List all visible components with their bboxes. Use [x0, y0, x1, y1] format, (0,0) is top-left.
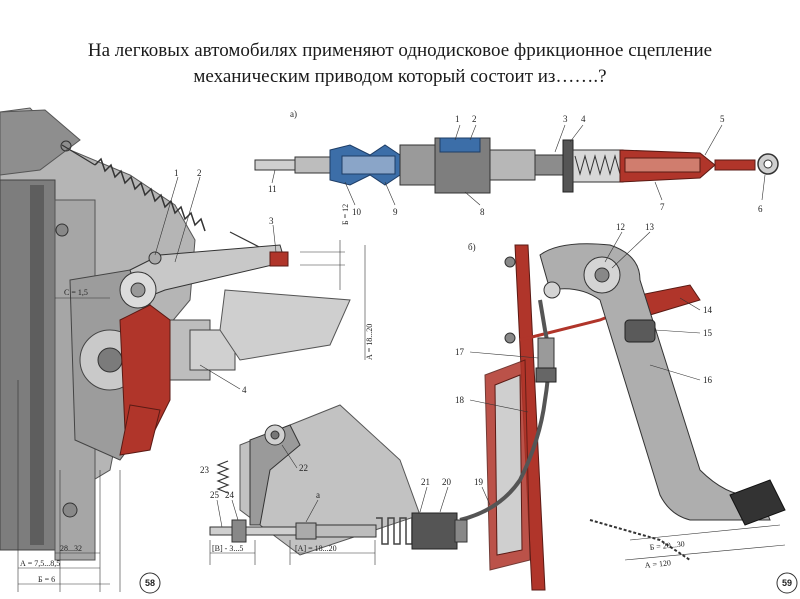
left-label-2: 2: [197, 168, 202, 178]
dim-b2030: Б = 20...30: [649, 539, 685, 552]
pedal-label-25: 25: [210, 490, 220, 500]
dim-b12: Б = 12: [341, 204, 350, 225]
clutch-housing: [0, 107, 351, 561]
pedal-label-20: 20: [442, 477, 452, 487]
title-line-1: На легковых автомобилях применяют одноди…: [87, 40, 713, 61]
pedal-label-13: 13: [645, 222, 655, 232]
pedal-label-14: 14: [703, 305, 713, 315]
top-callouts: 11 10 9 8 1 2 3 4 5 7 6: [268, 114, 766, 217]
pedal-label-22: 22: [299, 463, 308, 473]
clutch-drive-diagram: 1 2 3 4 Б = 12 А = 18...20 С = 1,5 28...…: [0, 107, 798, 594]
top-label-2: 2: [472, 114, 477, 124]
release-fork: [119, 244, 289, 309]
page-number-left: 58: [139, 572, 161, 594]
pedal-label-24: 24: [225, 490, 235, 500]
left-label-3: 3: [269, 216, 274, 226]
left-dimensions: Б = 12 А = 18...20 С = 1,5 28...32 А = 7…: [17, 204, 374, 592]
left-label-4: 4: [242, 385, 247, 395]
pedal-label-17: 17: [455, 347, 465, 357]
top-label-6: 6: [758, 204, 763, 214]
pedal-label-16: 16: [703, 375, 713, 385]
dim-a120: А = 120: [644, 558, 671, 570]
left-label-1: 1: [174, 168, 179, 178]
dim-b6: Б = 6: [38, 575, 55, 584]
pedal-label-18: 18: [455, 395, 465, 405]
title-line-2: механическим приводом который состоит из…: [193, 66, 607, 87]
dim-c15: С = 1,5: [64, 288, 88, 297]
dim-28-32: 28...32: [60, 544, 82, 553]
pedal-label-19: 19: [474, 477, 484, 487]
subfig-b-label: б): [468, 242, 476, 252]
pedal-label-12: 12: [616, 222, 625, 232]
top-label-8: 8: [480, 207, 485, 217]
dim-a75-85: А = 7,5...8,5: [20, 559, 60, 568]
page-number-right: 59: [776, 572, 798, 594]
pedal-assembly-b: б): [459, 242, 786, 591]
cable-assembly-a: а): [254, 109, 779, 194]
pedal-label-a: a: [316, 490, 320, 500]
pedal-callouts: 12 13 14 15 16 17 18 19 20 21 22 23 24 2…: [200, 222, 713, 528]
cable-end-assembly: [209, 404, 468, 556]
slide-title: На легковых автомобилях применяют одноди…: [0, 38, 800, 90]
top-label-11: 11: [268, 184, 277, 194]
top-label-7: 7: [660, 202, 665, 212]
top-label-10: 10: [352, 207, 362, 217]
dim-a1820: [А] = 18...20: [295, 544, 337, 553]
pedal-label-21: 21: [421, 477, 430, 487]
svg-text:58: 58: [145, 578, 155, 588]
pedal-label-23: 23: [200, 465, 210, 475]
subfig-a-label: а): [290, 109, 297, 119]
svg-text:59: 59: [782, 578, 792, 588]
top-label-4: 4: [581, 114, 586, 124]
left-callouts: 1 2 3 4: [154, 168, 277, 395]
top-label-9: 9: [393, 207, 398, 217]
bottom-dimensions: [В] - 3...5 [А] = 18...20 Б = 20...30 А …: [209, 524, 786, 570]
pedal-label-15: 15: [703, 328, 713, 338]
top-label-1: 1: [455, 114, 460, 124]
dim-v35: [В] - 3...5: [212, 544, 243, 553]
return-spring: [60, 140, 266, 251]
top-label-5: 5: [720, 114, 725, 124]
dim-a1820-vertical: А = 18...20: [365, 324, 374, 360]
top-label-3: 3: [563, 114, 568, 124]
